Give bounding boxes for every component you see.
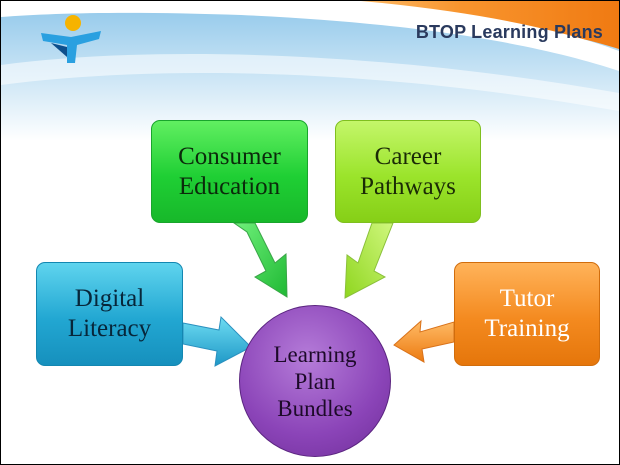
node-digital-literacy: Digital Literacy <box>36 262 183 366</box>
node-consumer-line2: Education <box>178 172 281 200</box>
node-consumer-education: Consumer Education <box>151 120 308 223</box>
node-tutor-training: Tutor Training <box>454 262 600 366</box>
node-digital-line1: Digital <box>74 285 145 312</box>
node-career-line2: Pathways <box>360 172 456 200</box>
node-consumer-line1: Consumer <box>178 142 281 170</box>
hub-line3: Bundles <box>277 395 353 421</box>
arrow-digital-to-hub <box>182 315 252 367</box>
hub-learning-plan-bundles: Learning Plan Bundles <box>239 305 391 457</box>
node-career-pathways: Career Pathways <box>335 120 481 223</box>
hub-line2: Plan <box>294 368 336 394</box>
arrow-tutor-to-hub <box>393 319 455 363</box>
node-digital-line2: Literacy <box>67 315 152 342</box>
hub-line1: Learning <box>273 341 357 367</box>
btop-logo-icon <box>41 15 101 63</box>
node-tutor-line2: Training <box>484 315 570 342</box>
header-background <box>1 1 619 141</box>
arrow-consumer-to-hub <box>232 222 288 298</box>
node-tutor-line1: Tutor <box>499 285 555 312</box>
slide-title: BTOP Learning Plans <box>415 22 603 42</box>
node-career-line1: Career <box>374 142 442 170</box>
arrow-career-to-hub <box>344 222 394 299</box>
